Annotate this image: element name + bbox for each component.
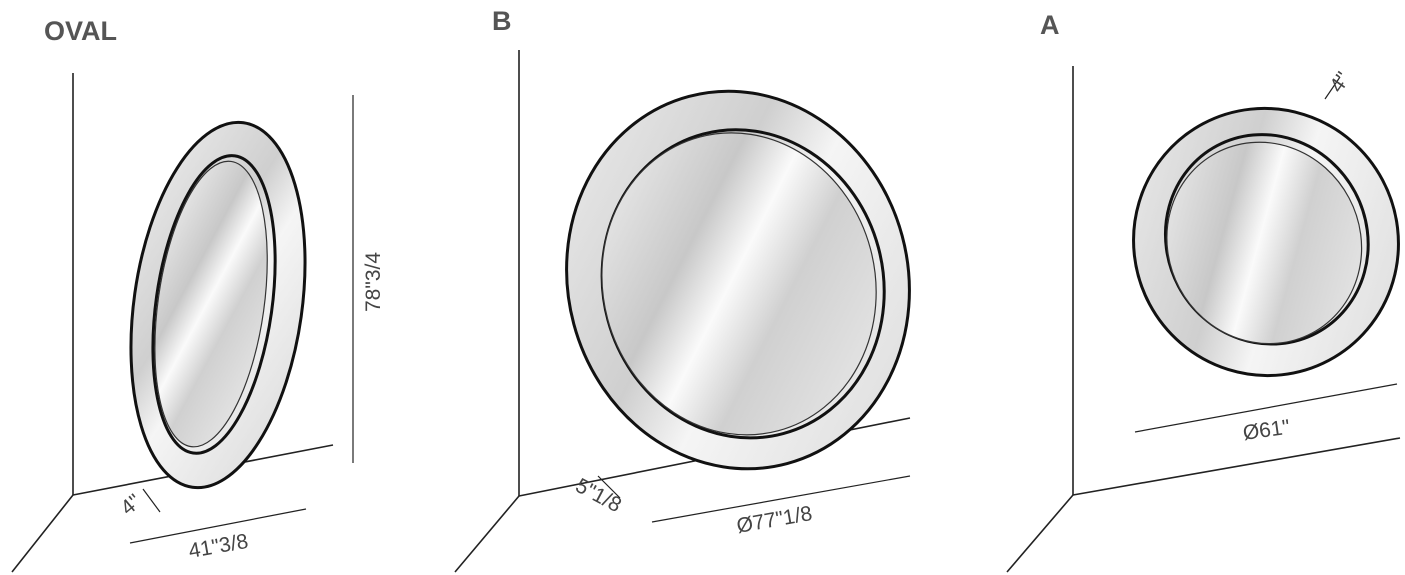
oval-height-dimension: 78"3/4 (362, 252, 385, 312)
oval-panel: 78"3/4 41"3/8 4" (11, 73, 385, 573)
oval-title: OVAL (44, 16, 117, 46)
oval-width-dimension: 41"3/8 (187, 530, 250, 563)
model-a-title: A (1040, 10, 1060, 40)
oval-depth-dimension: 4" (116, 490, 145, 520)
model-b-dimension-lines (597, 475, 911, 523)
oval-mirror (129, 120, 307, 490)
oval-dimension-lines (129, 95, 354, 544)
model-b-title: B (492, 6, 512, 36)
model-b-diameter-dimension: Ø77"1/8 (735, 502, 814, 538)
model-a-diameter-dimension: Ø61" (1241, 416, 1291, 445)
model-a-dimension-lines (1134, 76, 1398, 433)
model-a-panel: Ø61" 4" (1006, 66, 1401, 573)
model-a-mirror (1132, 106, 1400, 378)
model-b-panel: Ø77"1/8 5"1/8 (454, 50, 911, 573)
model-b-mirror (565, 89, 911, 471)
model-a-room-corner (1006, 66, 1401, 573)
